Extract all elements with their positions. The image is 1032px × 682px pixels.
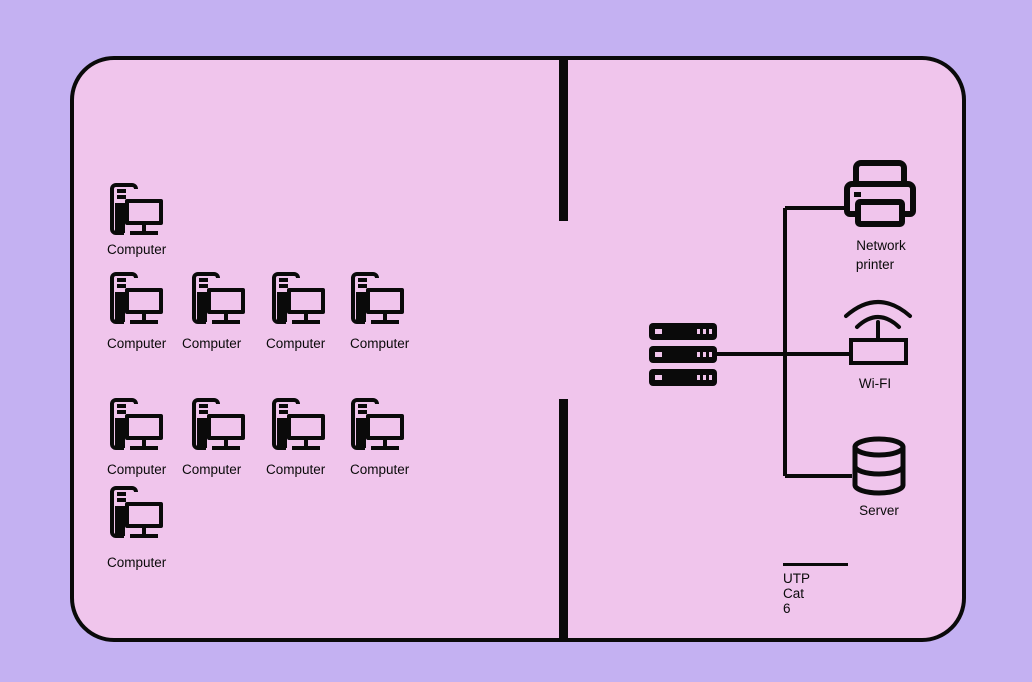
legend-cable-swatch <box>783 563 848 566</box>
printer-label-line2: printer <box>855 257 895 272</box>
computer-label: Computer <box>107 555 167 570</box>
computer-icon <box>106 398 166 454</box>
computer-label: Computer <box>350 336 410 351</box>
network-switch-icon <box>647 322 719 388</box>
computer-label: Computer <box>266 336 326 351</box>
computer-icon <box>106 183 166 239</box>
computer-icon <box>188 272 248 328</box>
computer-label: Computer <box>350 462 410 477</box>
computer-label: Computer <box>107 242 167 257</box>
partition-wall-bottom <box>559 399 568 642</box>
server-label: Server <box>859 503 899 518</box>
computer-label: Computer <box>182 336 242 351</box>
computer-label: Computer <box>107 462 167 477</box>
computer-icon <box>347 272 407 328</box>
printer-label-line1: Network <box>856 238 906 253</box>
database-server-icon <box>850 436 908 496</box>
room-floor <box>70 56 966 642</box>
computer-icon <box>347 398 407 454</box>
computer-icon <box>106 272 166 328</box>
computer-icon <box>188 398 248 454</box>
computer-label: Computer <box>107 336 167 351</box>
computer-label: Computer <box>266 462 326 477</box>
wifi-label: Wi-FI <box>858 376 892 391</box>
computer-label: Computer <box>182 462 242 477</box>
printer-icon <box>844 160 916 228</box>
computer-icon <box>268 398 328 454</box>
computer-icon <box>268 272 328 328</box>
partition-wall-top <box>559 56 568 221</box>
computer-icon <box>106 486 166 542</box>
wifi-router-icon <box>842 296 914 368</box>
legend-label: UTP Cat 6 <box>783 571 810 616</box>
